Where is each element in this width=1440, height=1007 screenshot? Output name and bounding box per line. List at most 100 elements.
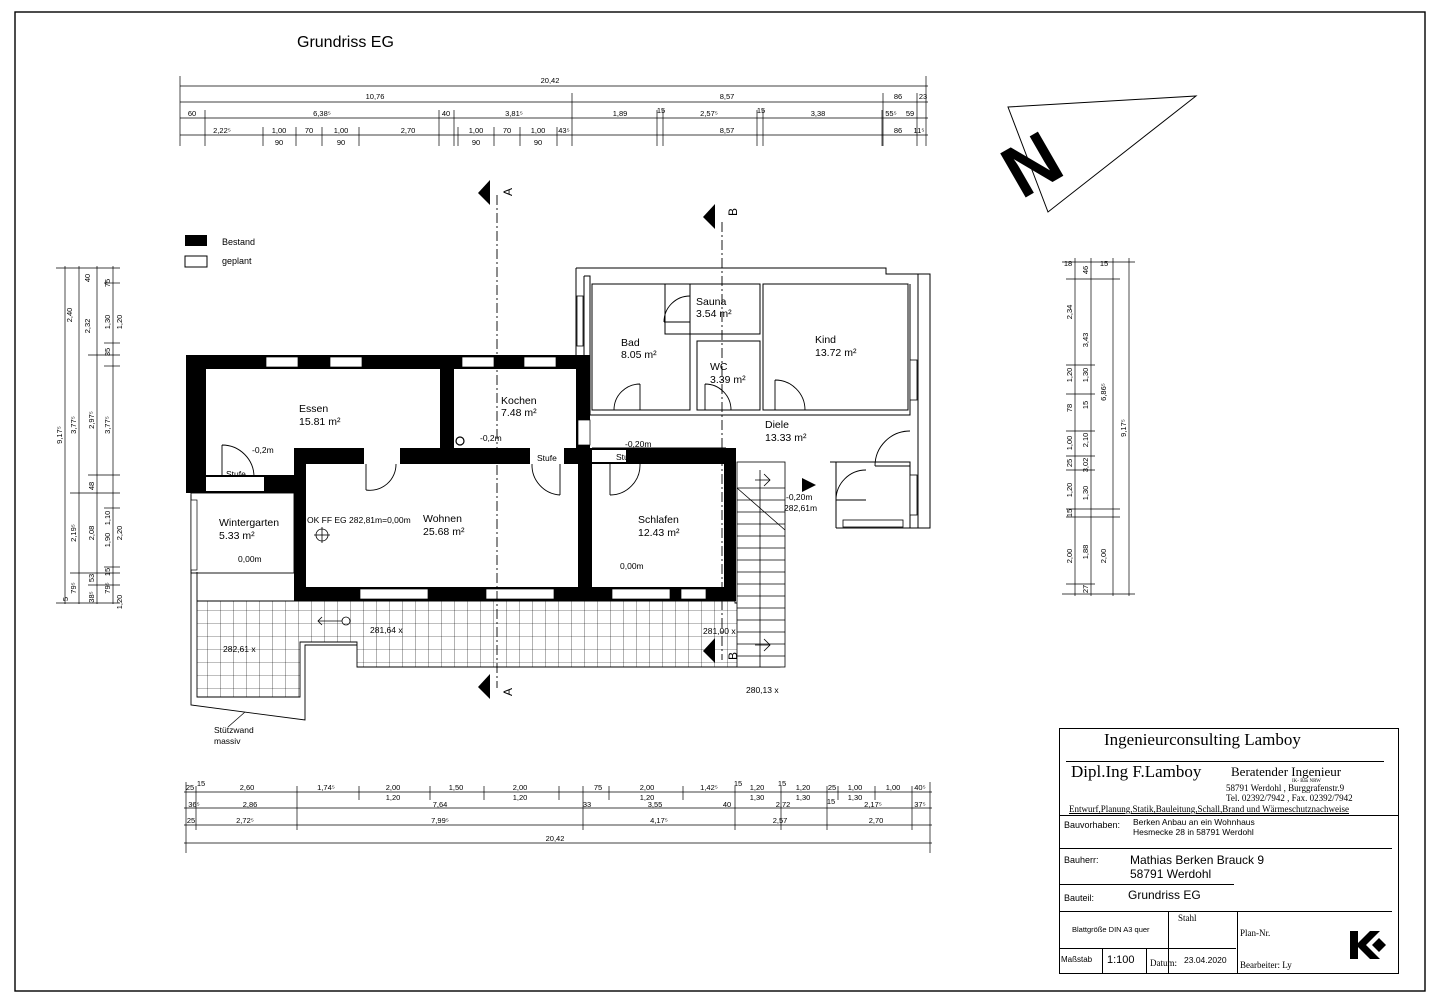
stair-arrow — [755, 473, 771, 487]
step-label: Stufe — [226, 469, 246, 479]
room-name: Kochen — [501, 395, 537, 407]
dim: 3,77⁵ — [103, 416, 112, 434]
dim: 1,30 — [796, 793, 811, 802]
dim: 2,86 — [243, 800, 258, 809]
address: 58791 Werdohl , Burggrafenstr.9 — [1226, 783, 1345, 793]
legend-planned-label: geplant — [222, 256, 252, 266]
dim: 2,57 — [773, 816, 788, 825]
level-stairs-bottom: 280,13 x — [746, 685, 779, 695]
dim: 86 — [894, 126, 902, 135]
dim: 6,86⁵ — [1099, 383, 1108, 401]
room-name: Sauna — [696, 296, 727, 308]
room-area: 7.48 m² — [501, 407, 537, 419]
wintergarten-window — [190, 499, 198, 571]
scale-value: 1:100 — [1107, 954, 1135, 966]
dim: 1,20 — [1065, 483, 1074, 498]
dim: 79⁵ — [103, 582, 112, 593]
dim: 2,97⁵ — [87, 411, 96, 429]
dim: 1,30 — [103, 315, 112, 330]
existing-door-gap — [364, 450, 400, 462]
dim: 15 — [1081, 401, 1090, 409]
dim: 1,20 — [796, 783, 811, 792]
dim: 1,20 — [115, 595, 124, 610]
dim: 86 — [894, 92, 902, 101]
dim: 25 — [186, 783, 194, 792]
dim: 27 — [1081, 585, 1090, 593]
terrace-edge — [190, 495, 357, 721]
room-name: Diele — [765, 419, 789, 431]
section-lines — [496, 195, 723, 688]
retaining-wall-label: massiv — [214, 736, 241, 746]
dim: 1,74⁵ — [317, 783, 335, 792]
drawn-by: Bearbeiter: Ly — [1240, 960, 1292, 970]
dim: 55⁵ — [885, 109, 896, 118]
dim: 2,00 — [1065, 549, 1074, 564]
dim: 2,70 — [869, 816, 884, 825]
client-line-1: Mathias Berken Brauck 9 — [1130, 853, 1265, 867]
project-label: Bauvorhaben: — [1064, 820, 1121, 830]
dim: 75 — [594, 783, 602, 792]
dim: 60 — [188, 109, 196, 118]
room-area: 5.33 m² — [219, 530, 255, 542]
dim: 70 — [305, 126, 313, 135]
dim: 15 — [757, 106, 765, 115]
section-a-bottom: A — [501, 688, 515, 696]
dim: 1,20 — [1065, 368, 1074, 383]
dim: 70 — [503, 126, 511, 135]
dimension-chain-bottom — [184, 782, 932, 853]
section-b-bottom: B — [726, 652, 740, 660]
dim: 1,90 — [103, 533, 112, 548]
chamber: IK- Bau NRW — [1292, 779, 1321, 784]
room-area: 3.39 m² — [710, 374, 746, 386]
level-ok-ff: OK FF EG 282,81m=0,00m — [307, 515, 411, 525]
client-line-2: 58791 Werdohl — [1130, 867, 1212, 881]
dim: 25 — [187, 816, 195, 825]
dim: 20,42 — [546, 834, 565, 843]
dim: 5 — [61, 597, 70, 601]
dim: 40 — [723, 800, 731, 809]
dim: 1,20 — [115, 315, 124, 330]
date-value: 23.04.2020 — [1184, 955, 1227, 965]
dim: 1,00 — [531, 126, 546, 135]
room-name: Wohnen — [423, 513, 462, 525]
company-logo — [1350, 931, 1386, 959]
dim: 90 — [472, 138, 480, 147]
dim: 2,17⁵ — [864, 800, 882, 809]
dim: 1,00 — [469, 126, 484, 135]
divider — [1060, 884, 1234, 885]
dim: 2,60 — [240, 783, 255, 792]
dim: 15 — [103, 568, 112, 576]
room-name: Schlafen — [638, 514, 679, 526]
dim: 7,99⁵ — [431, 816, 449, 825]
existing-walls — [186, 355, 736, 601]
dim: 1,20 — [750, 783, 765, 792]
part-label: Bauteil: — [1064, 893, 1095, 903]
dim: 2,72⁵ — [236, 816, 254, 825]
dim: 4,17⁵ — [650, 816, 668, 825]
divider — [1146, 948, 1147, 973]
dim: 15 — [1065, 509, 1074, 517]
dim: 1,89 — [613, 109, 628, 118]
project-line-1: Berken Anbau an ein Wohnhaus — [1133, 817, 1255, 827]
room-area: 13.72 m² — [815, 347, 857, 359]
level-kochen: -0,2m — [480, 433, 502, 443]
dim: 1,00 — [334, 126, 349, 135]
dim: 53 — [87, 574, 96, 582]
dim: 40 — [442, 109, 450, 118]
chimney-symbol — [455, 436, 465, 446]
room-name: WC — [710, 361, 728, 373]
dim: 8,57 — [720, 126, 735, 135]
part-value: Grundriss EG — [1128, 888, 1201, 902]
dim: 2,40 — [65, 308, 74, 323]
dim: 20,42 — [541, 76, 560, 85]
dim: 15 — [1100, 259, 1108, 268]
door-swings — [221, 295, 911, 501]
scale-label: Maßstab — [1061, 955, 1093, 964]
dim: 37⁵ — [914, 800, 925, 809]
level-entry: -0,20m — [786, 492, 812, 502]
dim: 8,57 — [720, 92, 735, 101]
company-name: Ingenieurconsulting Lamboy — [1104, 730, 1301, 749]
dim: 18 — [1064, 259, 1072, 268]
room-area: 8.05 m² — [621, 349, 657, 361]
dim: 78 — [1065, 404, 1074, 412]
